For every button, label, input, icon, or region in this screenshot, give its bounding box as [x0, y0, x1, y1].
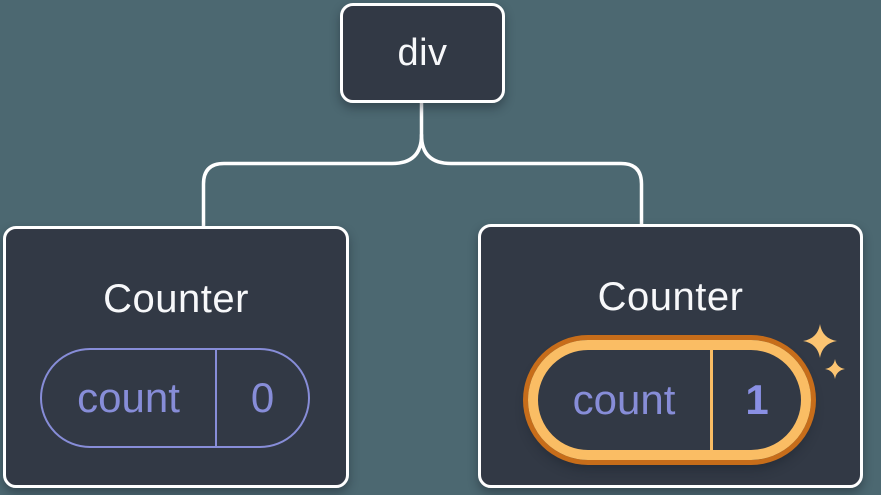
state-key-cell: count [538, 350, 713, 450]
state-pill-highlighted: count 1 [528, 340, 811, 460]
state-value-label: 0 [250, 374, 275, 421]
sparkle-small-icon [825, 359, 845, 379]
counter-node-left: Counter count 0 [3, 226, 349, 488]
state-key-label: count [77, 374, 180, 421]
connector-left-branch [201, 98, 424, 228]
root-node-label: div [397, 32, 448, 74]
counter-title: Counter [103, 277, 249, 321]
state-value-cell: 0 [217, 350, 308, 446]
state-value-cell: 1 [713, 350, 801, 450]
counter-node-right: Counter count 1 [478, 224, 863, 488]
connector-right-branch [419, 133, 644, 228]
state-value-label: 1 [745, 376, 769, 423]
state-key-cell: count [42, 350, 217, 446]
state-pill: count 0 [40, 348, 310, 448]
sparkle-large-icon [803, 324, 837, 358]
root-node-div: div [340, 3, 505, 103]
counter-title: Counter [597, 275, 744, 319]
state-key-label: count [572, 376, 676, 423]
